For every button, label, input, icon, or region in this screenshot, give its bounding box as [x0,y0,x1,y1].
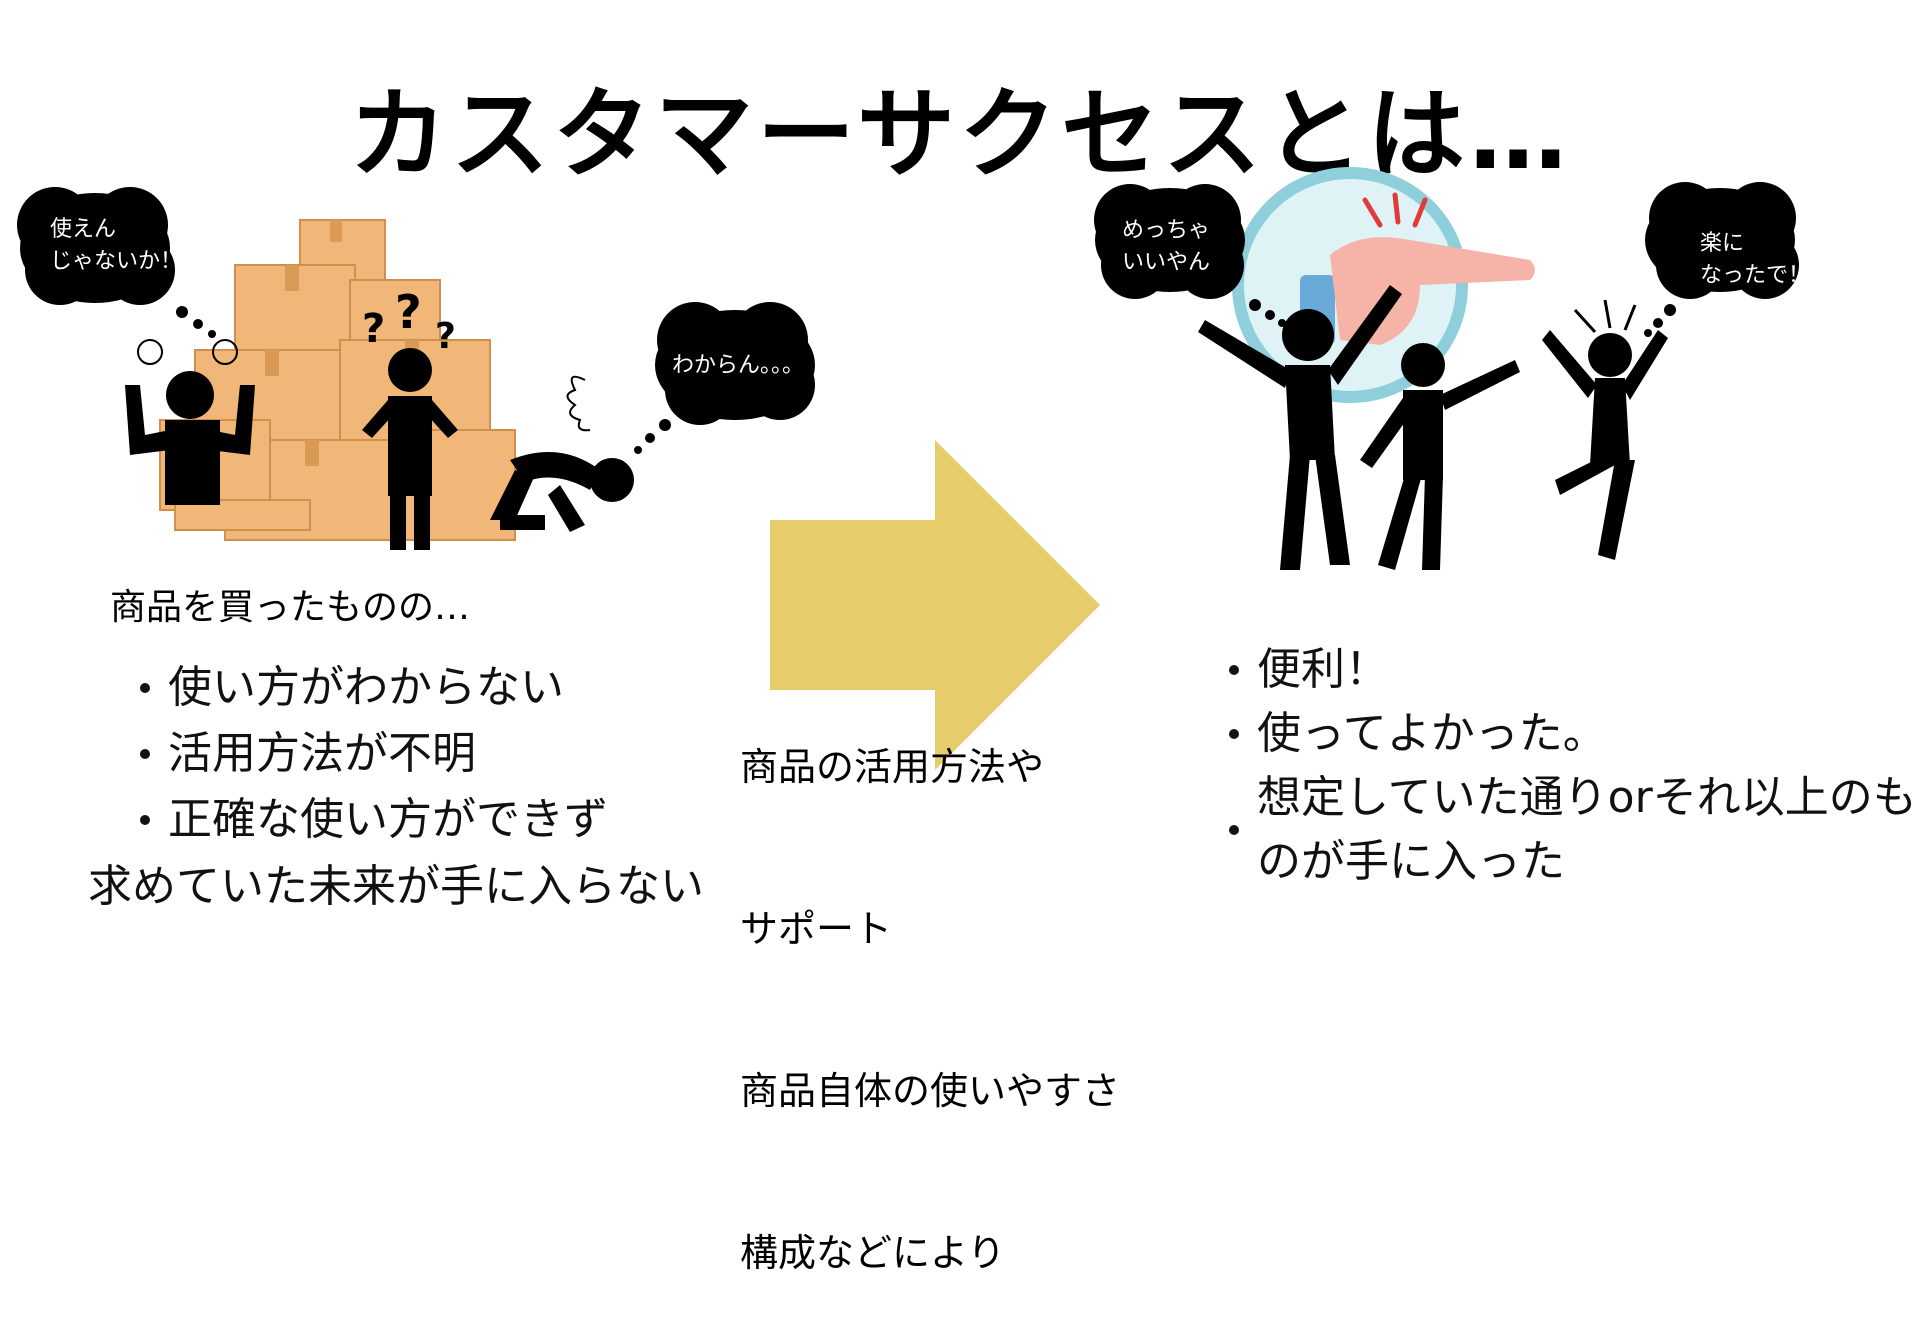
left-conclusion: 求めていた未来が手に入らない [88,861,704,912]
left-bullet-3: 正確な使い方ができず [140,787,608,853]
arrow-right [770,440,1100,770]
bubble-3-text: めっちゃ いいやん [1122,215,1210,279]
confused-figure: ? ? ? [362,285,458,550]
speech-bubble-1 [17,187,216,338]
happy-figure-3 [1542,330,1668,560]
right-bullet-3: 想定していた通りorそれ以上のものが手に入った [1229,766,1917,894]
svg-text:?: ? [362,306,385,352]
speech-bubble-3 [1094,184,1286,327]
bubble-2-text: わからん。。。 [672,353,805,378]
bubble-3-line-2: いいやん [1122,250,1211,275]
middle-line-3: 商品自体の使いやすさ [740,1069,1121,1113]
right-bullet-2: 使ってよかった。 [1229,702,1917,766]
bubble-4-text: 楽に なったで！ [1700,228,1810,292]
right-bullet-1: 便利！ [1229,638,1917,702]
middle-line-1: 商品の活用方法や [740,745,1045,789]
middle-line-2: サポート [740,907,893,951]
happy-figure-2 [1360,343,1520,570]
speech-bubble-2 [634,302,815,454]
left-bullet-2: 活用方法が不明 [140,721,608,787]
svg-text:?: ? [395,285,422,339]
middle-line-4: 構成などにより [740,1231,1006,1275]
bubble-1-text: 使えん じゃないか！ [50,214,182,278]
svg-text:?: ? [435,316,456,357]
left-bullet-list: 使い方がわからない 活用方法が不明 正確な使い方ができず [140,655,608,853]
bubble-1-line-1: 使えん [50,217,117,242]
bubble-4-line-1: 楽に [1700,231,1745,256]
kneeling-figure [490,452,634,532]
right-bullet-list: 便利！ 使ってよかった。 想定していた通りorそれ以上のものが手に入った [1229,638,1917,894]
happy-figure-1 [1198,285,1402,570]
speech-bubble-4 [1644,182,1799,337]
left-bullet-1: 使い方がわからない [140,655,608,721]
left-intro: 商品を買ったものの… [110,587,471,628]
bubble-3-line-1: めっちゃ [1122,218,1211,243]
angry-figure [125,371,255,505]
middle-text: 商品の活用方法や サポート 商品自体の使いやすさ 構成などにより [740,632,1120,1334]
bubble-4-line-2: なったで！ [1700,263,1811,288]
left-illustration: ? ? ? [17,187,815,550]
bubble-1-line-2: じゃないか！ [50,249,183,274]
right-illustration [1094,167,1799,570]
